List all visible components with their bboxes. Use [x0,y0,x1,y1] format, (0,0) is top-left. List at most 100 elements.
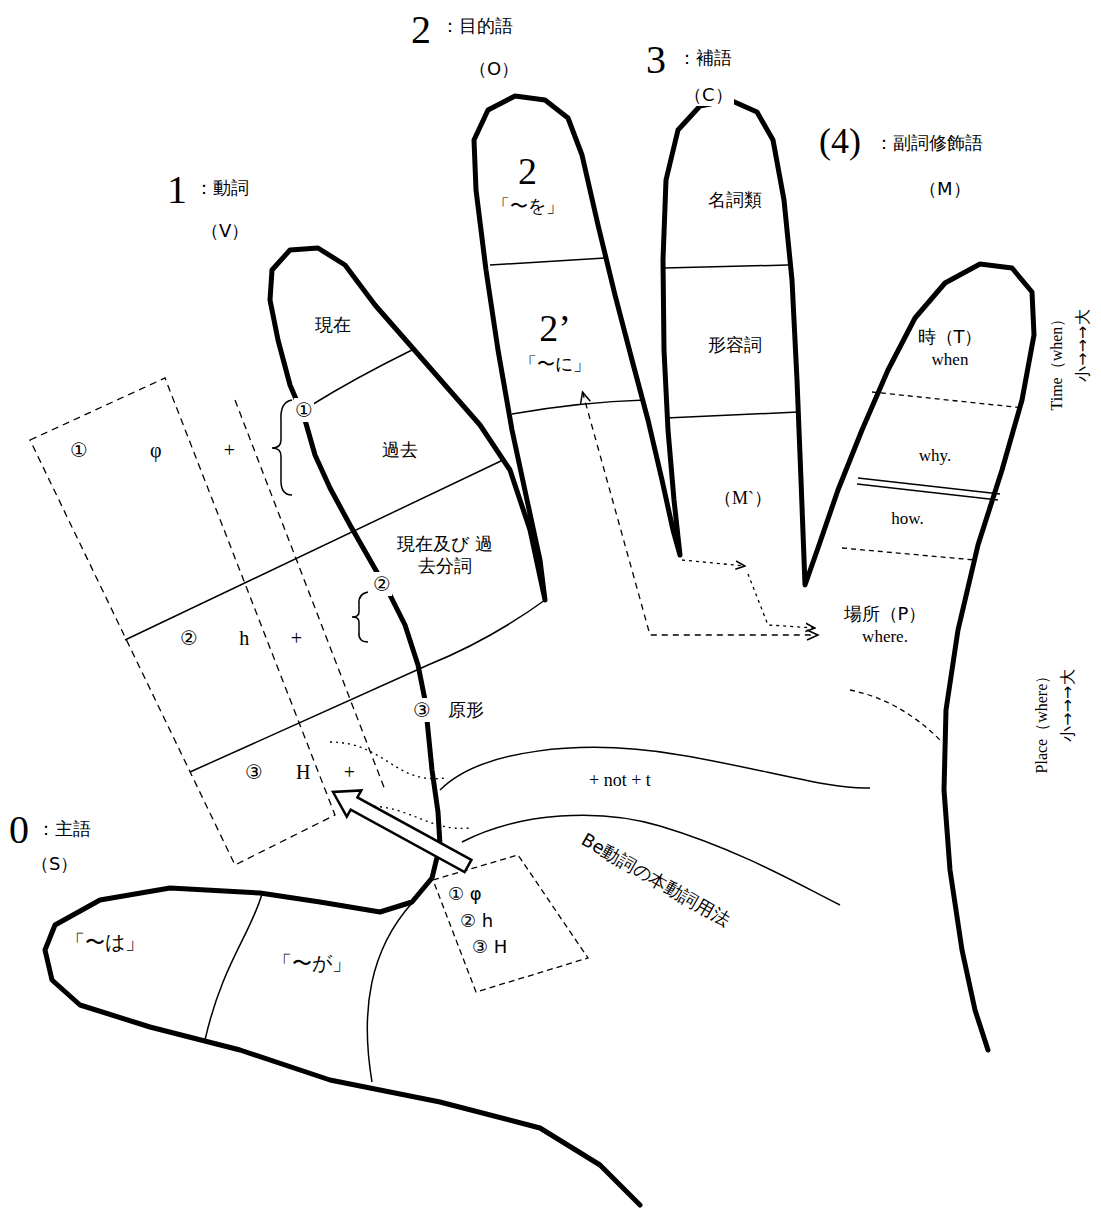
hand-outline [45,96,1034,1205]
finger-divider [857,478,1000,500]
finger-divider [310,350,412,406]
node-text: 形容詞 [708,334,762,357]
callout-number: 0 [8,806,30,854]
part-symbol: （S） [30,853,79,875]
finger-divider [512,400,645,414]
finger-segment: 2’「〜に」 [500,290,610,390]
finger-segment: 現在及び 過去分詞 [397,525,493,585]
node-text: + [224,438,235,463]
node-text: how. [891,508,923,529]
verb-form-band: ③ H + [245,755,355,790]
finger-segment: 現在 [295,305,370,345]
verb-form-band: ① φ + [70,432,235,468]
callout-number: (4) [818,120,862,163]
part-symbol: （V） [200,220,250,242]
finger-segment: how. [870,505,945,533]
node-text: h [239,626,249,651]
part-heading: ：主語 [36,818,92,840]
node-text: when [932,349,969,370]
brace [352,592,368,642]
dashed-guide [235,400,385,790]
part-heading: ：目的語 [440,15,514,37]
callout-number: ① [294,398,314,422]
scale-arrow: 小→→→大 [1058,668,1077,742]
finger-segment: 2「〜を」 [475,130,580,235]
part-symbol: （M`） [713,488,773,510]
verb-form-band: ② h + [180,618,302,658]
callout-number: 2 [410,6,432,54]
node-text: 名詞類 [708,189,762,212]
part-symbol: （O） [468,58,520,80]
node-text: ③ [245,760,263,785]
callout-number: 3 [645,36,667,84]
node-text: 場所（P） [844,603,927,626]
node-text: 過去 [382,439,418,462]
thumb-divider [205,894,262,1040]
node-text: + [291,626,302,651]
band-line [125,460,503,640]
arrow-head [581,392,591,404]
dashed-box [433,855,588,992]
node-text: 時（T） [918,326,983,349]
finger-divider [872,392,1024,408]
node-text: ① [70,438,88,463]
node-text: + [344,760,355,785]
arrow-head [807,630,818,640]
node-text: where. [862,626,908,647]
node-text: H [296,760,310,785]
axis-label: Place（where） [1032,666,1051,774]
thumb-segment: 「〜が」 [262,943,362,983]
palm-line [440,748,870,790]
node-text: ③ H [472,936,507,959]
node-text: ② [180,626,198,651]
hollow-arrow [333,790,471,872]
node-text: 現在及び 過去分詞 [397,533,493,578]
connector-line [583,392,819,635]
finger-divider [664,265,788,268]
node-text: 「〜を」 [492,195,564,218]
thumb-divider [367,903,412,1082]
part-heading: ：動詞 [194,177,250,199]
auxiliary-box: ① φ ② h ③ H [448,868,548,978]
finger-segment: 形容詞 [690,327,780,363]
finger-segment: why. [900,440,970,472]
form-label: 原形 [447,699,485,721]
node-text: why. [919,445,951,466]
part-symbol: （M） [918,178,972,200]
callout-number: ② [372,572,392,596]
dotted-arrow [748,574,815,628]
node-text: ② h [460,910,493,933]
dotted-arrow [682,560,745,566]
node-text: 2 [518,148,537,196]
thumb-segment: 「〜は」 [55,922,155,962]
part-heading: ：補語 [677,47,733,69]
hollow-arrow-body [333,790,471,872]
node-text: φ [150,438,162,463]
node-text: 2’ [539,305,571,353]
node-text: 「〜に」 [519,353,591,376]
node-text: 現在 [315,314,351,337]
dashed-arrow [581,392,818,640]
finger-divider [842,548,975,560]
node-text: 「〜は」 [65,930,145,955]
note: + not + t [588,770,652,792]
finger-divider [666,412,798,418]
finger-divider [490,258,605,265]
axis-label: Time（when） [1047,309,1066,411]
palm-segment: 場所（P）where. [820,585,950,665]
node-text: ① φ [448,883,482,906]
callout-number: 1 [166,166,188,214]
finger-segment: 過去 [362,430,437,470]
brace [272,400,292,495]
node-text: 「〜が」 [272,951,352,976]
scale-arrow: 小→→→大 [1073,308,1092,382]
finger-divider [850,690,940,740]
finger-segment: 名詞類 [690,182,780,218]
band-line [190,600,545,772]
finger-segment: 時（T）when [895,308,1005,388]
part-heading: ：副詞修飾語 [874,132,984,154]
part-symbol: （C） [683,84,734,106]
palm-line [462,815,840,905]
callout-number: ③ [412,698,432,722]
